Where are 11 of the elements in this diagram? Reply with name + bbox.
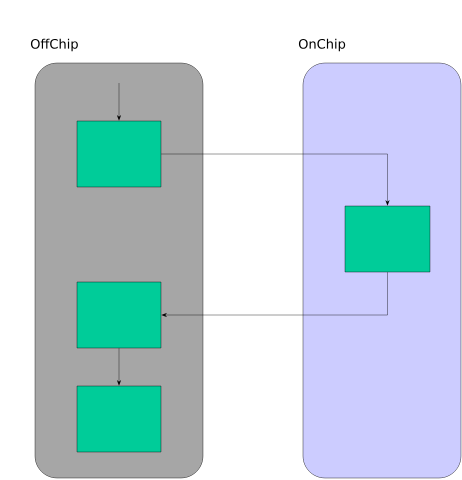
arrow — [117, 348, 121, 386]
block — [76, 282, 162, 348]
arrow — [162, 272, 388, 317]
panel-heading: OnChip — [298, 38, 346, 52]
block — [76, 120, 162, 188]
block — [76, 386, 162, 452]
panel — [302, 62, 462, 478]
panel-heading: OffChip — [30, 38, 78, 52]
arrow — [161, 154, 390, 206]
block — [344, 206, 430, 272]
arrow — [117, 82, 121, 120]
